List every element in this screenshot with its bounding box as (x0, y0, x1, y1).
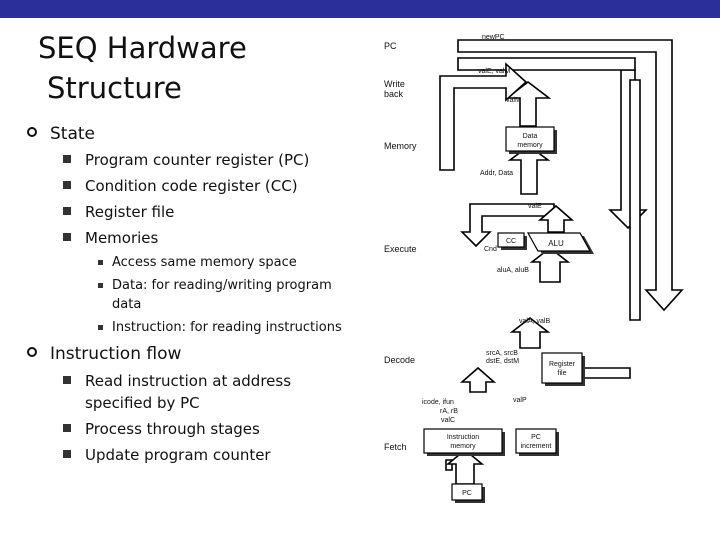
flow-item: Update program counter (63, 444, 315, 466)
square-bullet-icon (63, 450, 71, 458)
register-file-unit (541, 352, 585, 386)
stage-fetch: Fetch (384, 442, 407, 452)
label-cc: CC (506, 238, 516, 245)
signal-dste-dstm: dstE, dstM (486, 358, 519, 365)
stage-decode: Decode (384, 355, 415, 365)
square-bullet-icon (63, 155, 71, 163)
small-square-bullet-icon (98, 260, 103, 265)
memory-note: Instruction: for reading instructions (98, 318, 352, 337)
state-item: Memories (63, 227, 315, 249)
signal-valc: valC (441, 417, 455, 424)
square-bullet-icon (63, 181, 71, 189)
square-bullet-icon (63, 233, 71, 241)
title-line-2: Structure (47, 71, 182, 105)
regfile-up-rail (629, 79, 641, 321)
pc-to-imem-arrow (445, 448, 485, 485)
flow-item: Process through stages (63, 418, 315, 440)
signal-valp: valP (513, 397, 527, 404)
vala-valb-arrow (509, 316, 551, 349)
stage-memory: Memory (384, 141, 417, 151)
circle-bullet-icon (27, 347, 37, 357)
memory-note-instruction: Instruction: for reading instructions (112, 320, 342, 335)
circle-bullet-icon (27, 127, 37, 137)
stage-pc: PC (384, 41, 397, 51)
memory-note-shared: Access same memory space (112, 255, 297, 270)
label-register-file-2: file (558, 370, 567, 377)
square-bullet-icon (63, 376, 71, 384)
memory-note: Access same memory space (98, 253, 352, 272)
alu-unit (526, 232, 594, 254)
memory-note-data: Data: for reading/writing program data (112, 278, 332, 312)
signal-vale: valE (528, 203, 542, 210)
label-register-file-1: Register (549, 361, 576, 368)
state-item-memories: Memories (85, 229, 159, 247)
bullet-instruction-flow: Instruction flow (27, 344, 182, 364)
regfile-connector (579, 367, 631, 379)
label-instruction-memory-2: memory (450, 443, 476, 450)
signal-vala-valb: valA, valB (519, 318, 550, 325)
state-heading: State (50, 124, 95, 144)
signal-cnd: Cnd (484, 246, 497, 253)
label-data-memory-2: memory (517, 142, 543, 149)
flow-item: Read instruction at address specified by… (63, 370, 315, 414)
label-pc-increment-2: increment (521, 443, 552, 450)
signal-newpc: newPC (482, 34, 505, 41)
pc-increment-unit (515, 428, 559, 456)
signal-icode-ifun: icode, ifun (422, 399, 454, 406)
square-bullet-icon (63, 207, 71, 215)
state-item: Condition code register (CC) (63, 175, 315, 197)
flow-item-process: Process through stages (85, 420, 260, 438)
square-bullet-icon (63, 424, 71, 432)
stage-writeback-2: back (384, 89, 404, 99)
slide-title: SEQ Hardware Structure (38, 28, 247, 108)
bullet-state: State (27, 124, 95, 144)
valm-arrow (504, 80, 552, 127)
signal-srca-srcb: srcA, srcB (486, 350, 518, 357)
label-pc-register: PC (462, 490, 472, 497)
writeback-top-bus (457, 57, 636, 71)
state-item-register-file: Register file (85, 203, 175, 221)
fetch-up-arrow (459, 366, 497, 393)
label-alu: ALU (548, 239, 564, 248)
state-item: Program counter register (PC) (63, 149, 315, 171)
memory-note: Data: for reading/writing program data (98, 276, 352, 314)
signal-valm: valM (506, 97, 521, 104)
small-square-bullet-icon (98, 325, 103, 330)
state-item-pc: Program counter register (PC) (85, 151, 310, 169)
data-memory-unit (505, 126, 557, 154)
instruction-memory-unit (423, 428, 505, 456)
signal-vale-valm: valE, valM (478, 68, 510, 75)
flow-item-update: Update program counter (85, 446, 271, 464)
pc-register-unit (451, 483, 485, 503)
label-data-memory-1: Data (523, 133, 538, 140)
newpc-outer-rail (457, 39, 684, 312)
cc-unit (497, 232, 527, 250)
alu-to-vale-arrow (537, 204, 575, 233)
stage-execute: Execute (384, 244, 417, 254)
label-instruction-memory-1: Instruction (447, 434, 479, 441)
signal-ra-rb: rA, rB (440, 408, 458, 415)
flow-heading: Instruction flow (50, 344, 182, 364)
signal-addr-data: Addr, Data (480, 170, 513, 177)
valp-arrow (512, 400, 556, 428)
flow-item-read: Read instruction at address specified by… (85, 372, 292, 412)
top-banner (0, 0, 720, 18)
state-item: Register file (63, 201, 315, 223)
state-item-cc: Condition code register (CC) (85, 177, 298, 195)
stage-writeback-1: Write (384, 79, 405, 89)
title-line-1: SEQ Hardware (38, 31, 247, 65)
alua-alub-arrow (529, 246, 571, 283)
writeback-bracket (439, 62, 528, 171)
small-square-bullet-icon (98, 283, 103, 288)
label-pc-increment-1: PC (531, 434, 541, 441)
signal-alua-alub: aluA, aluB (497, 267, 529, 274)
